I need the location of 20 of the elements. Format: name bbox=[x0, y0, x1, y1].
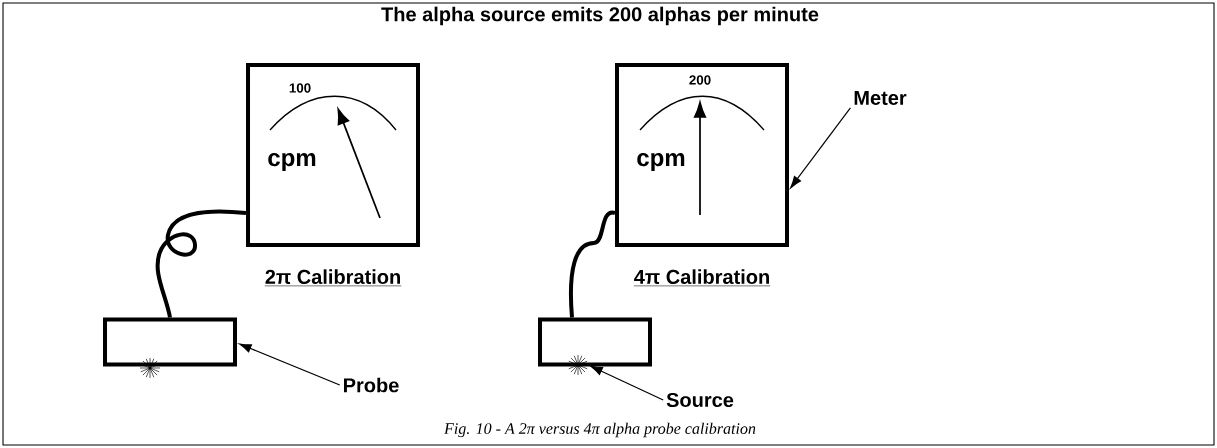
cable bbox=[155, 209, 247, 318]
calibration-label: 2π Calibration bbox=[264, 269, 402, 287]
leader-line bbox=[590, 365, 664, 401]
part-label: Source bbox=[666, 392, 734, 408]
part-label: Probe bbox=[344, 377, 399, 393]
leader-line bbox=[239, 343, 341, 386]
cable bbox=[568, 210, 616, 318]
scale-value: 100 bbox=[289, 83, 311, 93]
leader-line bbox=[790, 107, 851, 189]
calibration-label: 4π Calibration bbox=[633, 269, 771, 287]
part-label: Meter bbox=[854, 91, 907, 105]
unit-label: cpm bbox=[268, 153, 316, 171]
probe-box bbox=[538, 317, 652, 367]
starburst-drawing bbox=[139, 357, 161, 379]
title: The alpha source emits 200 alphas per minute bbox=[381, 6, 819, 26]
starburst-drawing bbox=[567, 354, 589, 376]
probe-box bbox=[103, 317, 237, 367]
unit-label: cpm bbox=[637, 153, 685, 171]
caption: Fig. 10 - A 2π versus 4π alpha probe calibration bbox=[444, 422, 756, 438]
scale-value: 200 bbox=[689, 75, 711, 85]
